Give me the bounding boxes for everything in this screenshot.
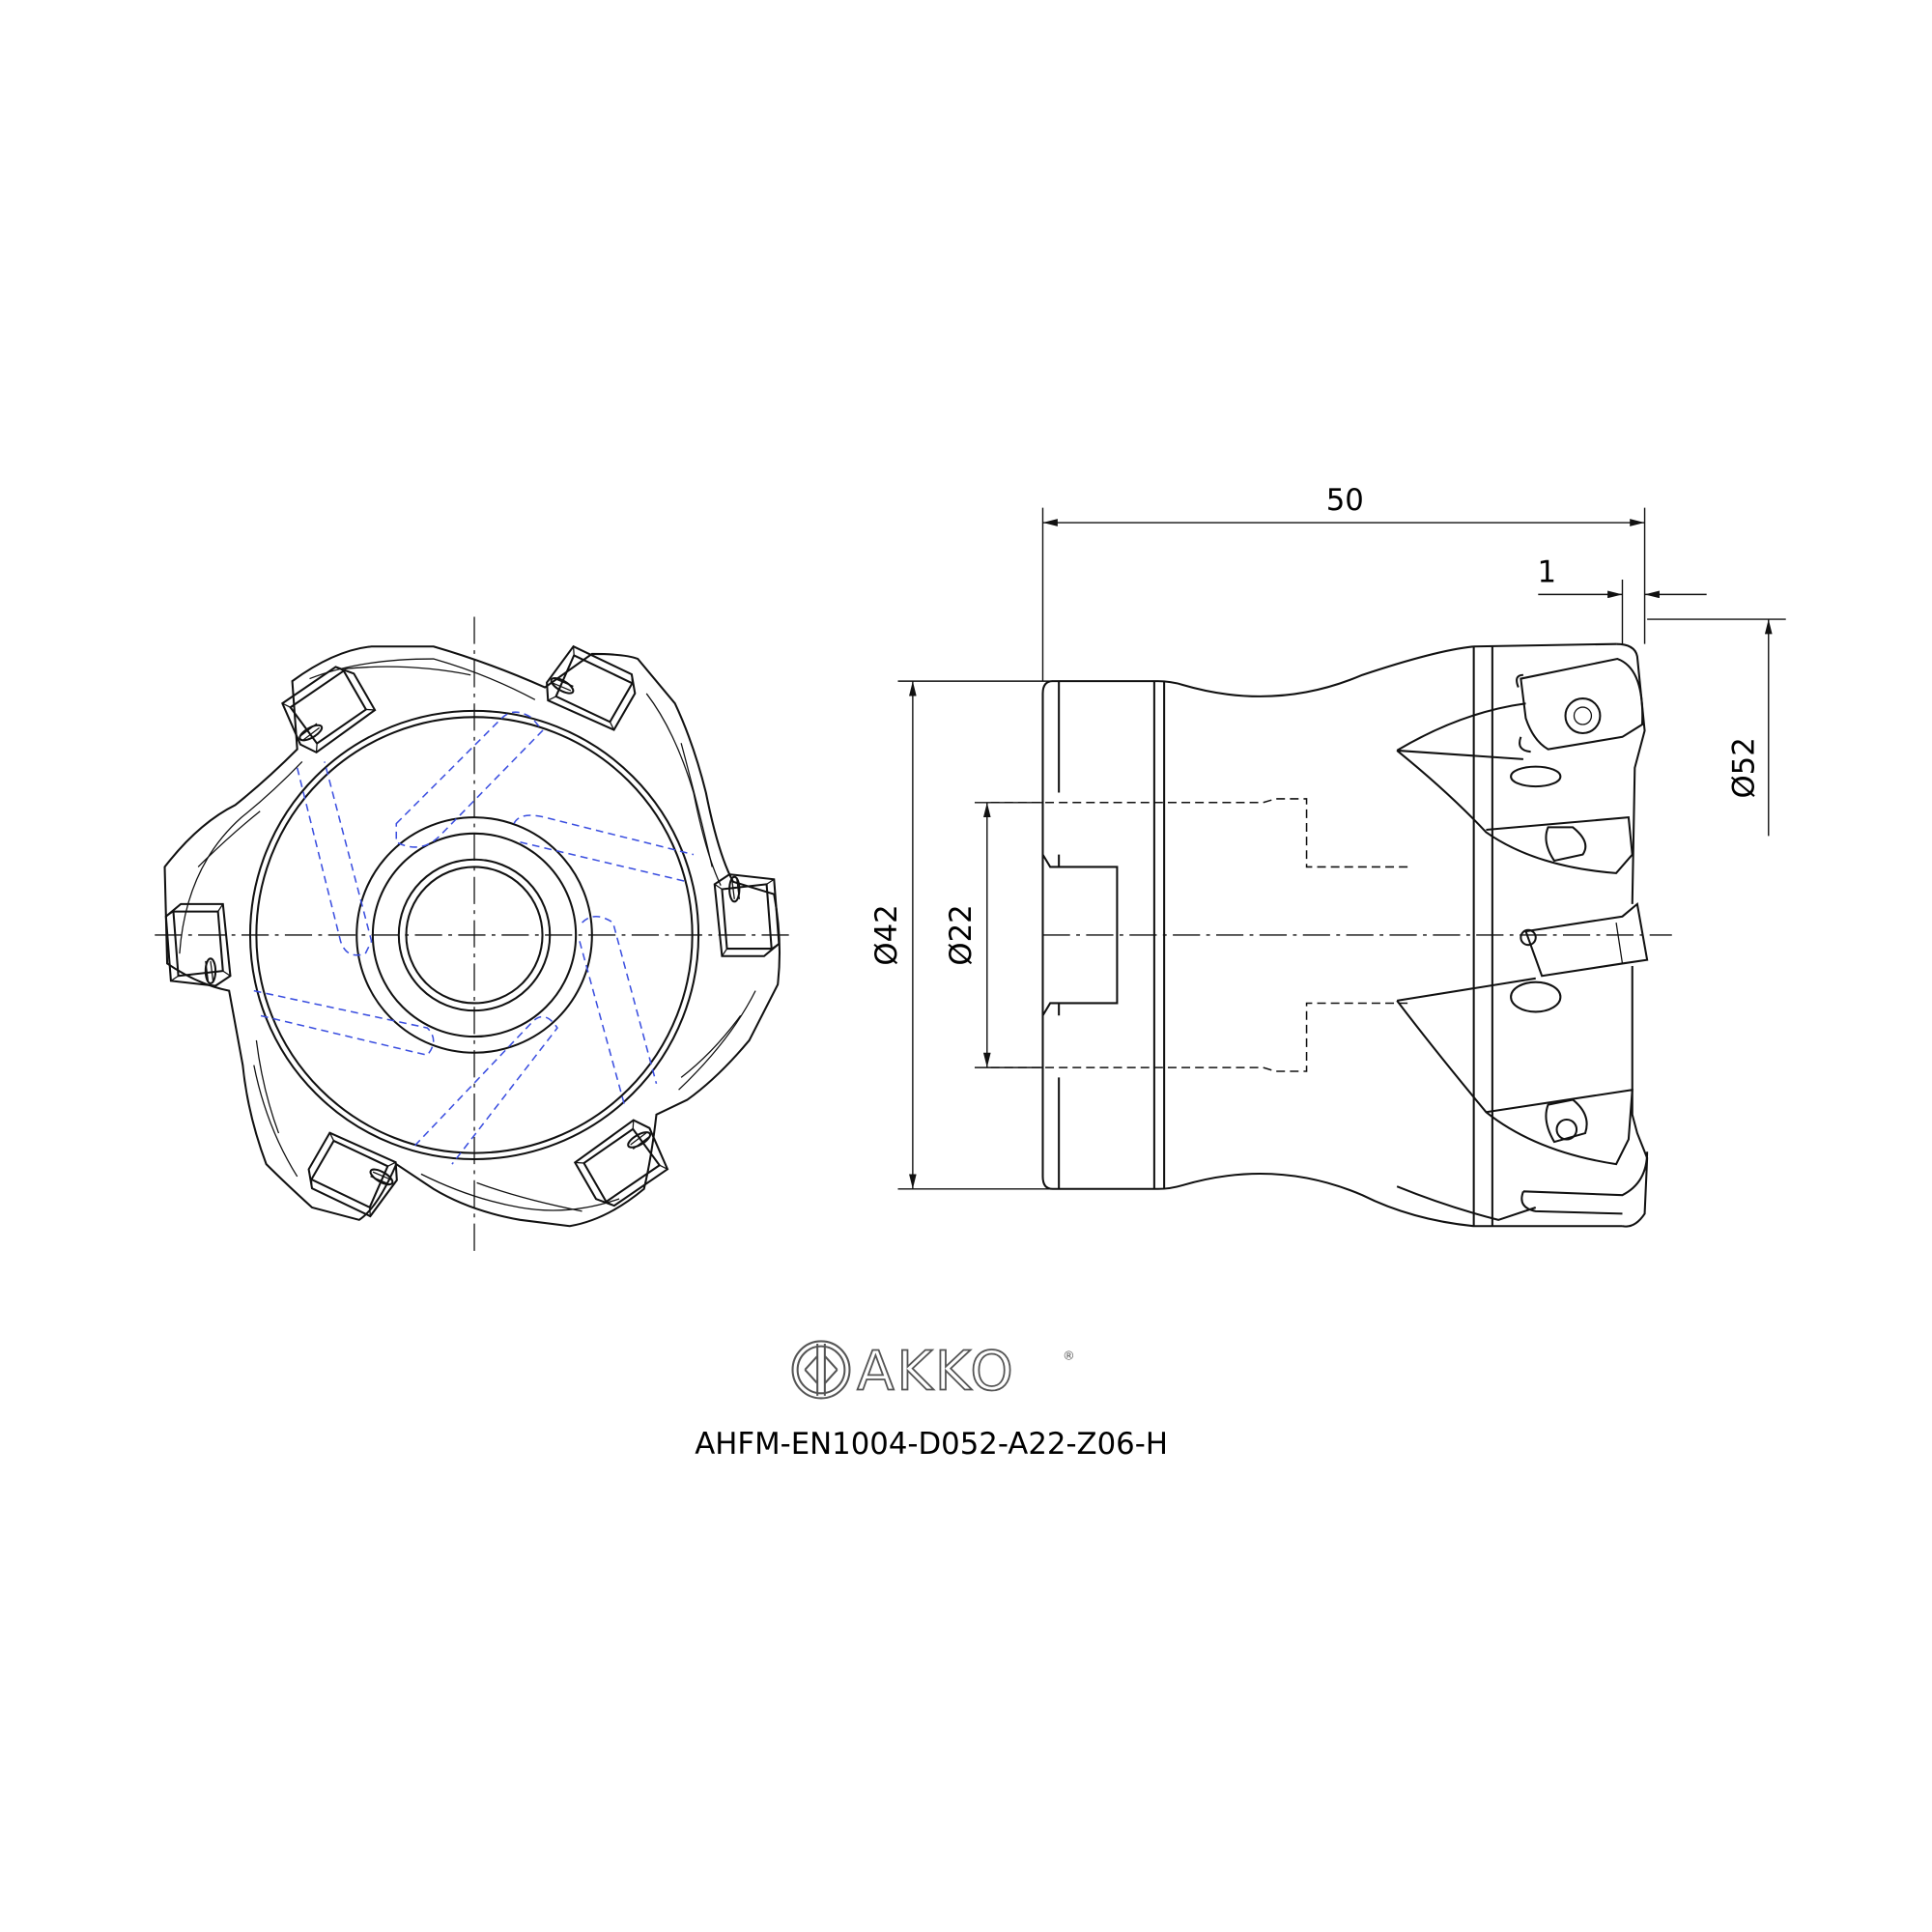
front-view (155, 616, 793, 1251)
hub-step-circle (371, 832, 578, 1038)
bore-diameter-label: Ø22 (944, 904, 979, 965)
coolant-hole-upper (1510, 765, 1562, 788)
side-body-outline (1041, 642, 1623, 1228)
insert-4 (164, 902, 232, 987)
body-inner-circle (255, 716, 694, 1154)
inserts-front (164, 639, 781, 1225)
head-face-lines (1472, 646, 1493, 1227)
brand-name: AKKO (857, 1340, 1015, 1403)
insert-side-bottom (1520, 1151, 1649, 1215)
keyway (1041, 854, 1119, 1016)
coolant-channels-hidden (253, 711, 695, 1165)
cutting-diameter-label: Ø52 (1726, 737, 1761, 798)
flute-bottom (1396, 1185, 1537, 1221)
bore-outer-circle (397, 858, 552, 1012)
bore-inner-circle (405, 866, 544, 1005)
dimensions: 50 1 Ø52 Ø42 Ø22 (869, 483, 1786, 1190)
insert-side-middle (1520, 901, 1649, 978)
akko-logo: AKKO ® (791, 1340, 1075, 1404)
flute-lower (1396, 977, 1634, 1166)
hub-circle (355, 816, 593, 1054)
bore-hidden (990, 798, 1412, 1072)
coolant-outlet-lower (1545, 1098, 1588, 1144)
flute-lines (197, 666, 742, 1212)
offset-dimension-label: 1 (1537, 555, 1556, 590)
insert-side-top (1516, 657, 1644, 753)
side-view (990, 642, 1672, 1228)
coolant-hole-lower (1510, 980, 1562, 1013)
screw-torx-icon (1564, 697, 1602, 735)
body-diameter-label: Ø42 (869, 904, 904, 965)
body-outer-circle (248, 709, 700, 1161)
flute-upper (1396, 702, 1634, 874)
length-dimension-label: 50 (1326, 483, 1364, 518)
insert-3 (713, 873, 781, 957)
cutter-head-outline (1616, 642, 1649, 1228)
registered-mark: ® (1063, 1350, 1075, 1364)
akko-emblem-icon (791, 1340, 851, 1400)
shank-lines (1058, 681, 1166, 1189)
coolant-outlet-upper (1545, 826, 1587, 863)
part-number: AHFM-EN1004-D052-A22-Z06-H (695, 1427, 1168, 1462)
insert-2 (538, 639, 644, 738)
insert-1 (274, 659, 380, 759)
